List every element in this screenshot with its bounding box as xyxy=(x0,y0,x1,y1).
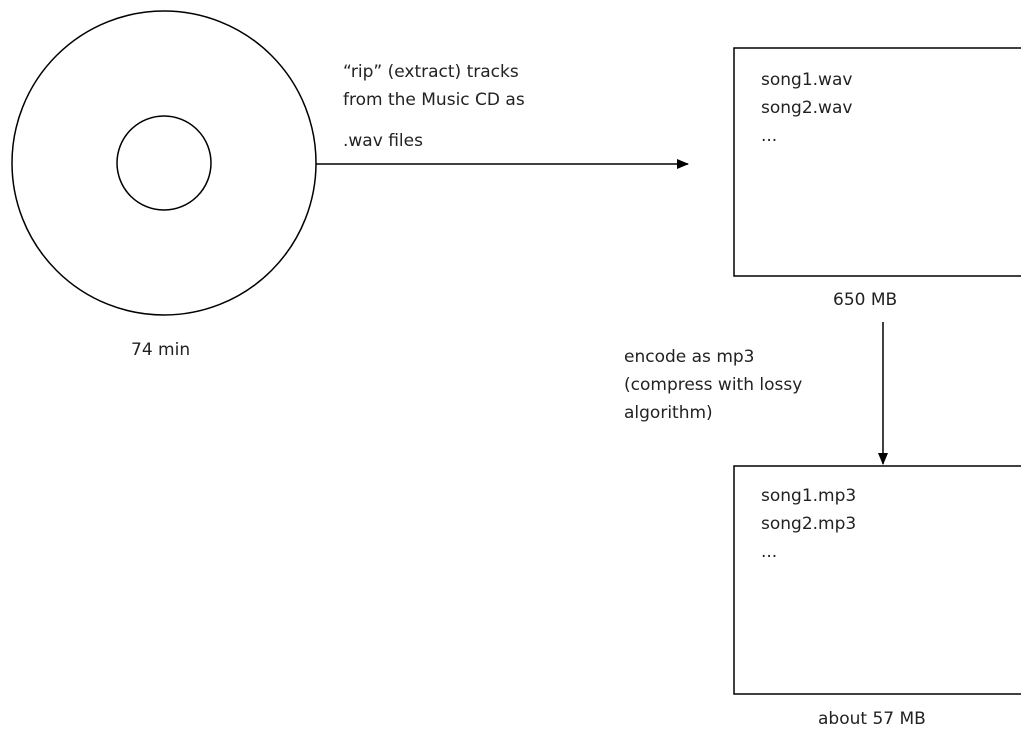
encode-step-line-1: encode as mp3 xyxy=(624,347,755,367)
cd-caption: 74 min xyxy=(131,340,191,360)
wav-file-ellipsis: ... xyxy=(761,126,778,146)
mp3-file-1: song1.mp3 xyxy=(761,486,857,506)
encode-step-line-3: algorithm) xyxy=(624,403,713,423)
wav-folder-box xyxy=(733,47,1021,277)
rip-step-line-2: from the Music CD as xyxy=(343,90,525,110)
mp3-folder-box xyxy=(733,465,1021,695)
mp3-file-ellipsis: ... xyxy=(761,542,778,562)
cd-inner-circle xyxy=(116,115,212,211)
mp3-folder-caption: about 57 MB xyxy=(818,709,926,729)
mp3-file-2: song2.mp3 xyxy=(761,514,857,534)
encode-step-line-2: (compress with lossy xyxy=(624,375,803,395)
rip-step-line-3: .wav files xyxy=(343,131,423,151)
rip-step-line-1: “rip” (extract) tracks xyxy=(343,62,519,82)
wav-file-2: song2.wav xyxy=(761,98,853,118)
wav-file-1: song1.wav xyxy=(761,70,853,90)
wav-folder-caption: 650 MB xyxy=(833,290,898,310)
cd-outer-circle xyxy=(11,10,317,316)
